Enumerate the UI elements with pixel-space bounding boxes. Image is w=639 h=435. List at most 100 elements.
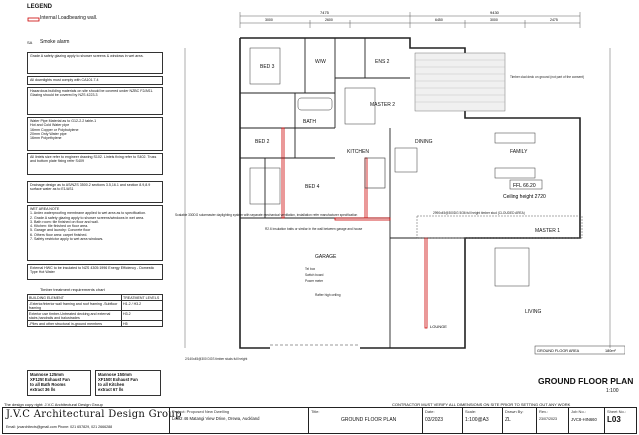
tel-box-note: Tel box <box>305 267 316 271</box>
room-label: FAMILY <box>510 149 528 155</box>
stud-note: 2990x45@300DG 5/36 full height timber st… <box>433 211 525 215</box>
kitchen-island <box>364 157 386 189</box>
company-contact: Email: jvcarchitects@gmail.com Phone: 02… <box>6 425 113 429</box>
timber-deck <box>414 52 506 112</box>
job-cell: Job No.: JVC8-HIN660 <box>568 408 604 433</box>
date-value: 03/2023 <box>425 417 444 423</box>
area-label: GROUND FLOOR AREA <box>537 349 580 353</box>
room-label: W/W <box>315 59 326 65</box>
copyright-note: The design copy right: J.V.C Architectur… <box>4 402 103 407</box>
dimension-lines <box>184 12 611 348</box>
bed <box>249 47 281 85</box>
dim-label: 2600 <box>325 18 333 22</box>
dim-label: 3000 <box>490 18 498 22</box>
deck-boards <box>415 59 505 103</box>
sheet-label: Sheet No.: <box>607 409 626 414</box>
room-label: BED 2 <box>255 139 270 145</box>
note-hwc: External HWC to be insulated to NZS 4305… <box>27 264 163 280</box>
note-safety-glazing: Grade A safety glazing apply to shower s… <box>27 52 163 74</box>
rev-cell: Rev.: 23/07/2023 <box>536 408 568 433</box>
power-meter-note: Power meter <box>305 279 324 283</box>
treatment-row-element: -Exterior/interior wall framing and roof… <box>27 300 122 311</box>
drawn-cell: Drawn By: ZL <box>502 408 536 433</box>
company-logo: J.V.C Architectural Design Group <box>6 409 182 420</box>
scale-label: Scale: <box>465 409 477 414</box>
dining-table <box>394 147 418 173</box>
title-label: Title: <box>311 409 320 414</box>
project-label: Project: Proposed New Dwelling <box>172 409 230 414</box>
dim-label: 2475 <box>550 18 558 22</box>
drawing-scale: 1:100 <box>606 388 619 394</box>
legend-loadbearing-label: Internal Loadbearing wall. <box>40 15 98 21</box>
note-downlights: All downlights must comply with CA101.7.… <box>27 76 163 85</box>
verify-note: CONTRACTOR MUST VERIFY ALL DIMENSIONS ON… <box>392 402 571 407</box>
lounge-label: LOUNGE <box>430 324 447 329</box>
date-label: Date: <box>425 409 435 414</box>
title-block: J.V.C Architectural Design Group Email: … <box>2 407 637 434</box>
project-cell: Project: Proposed New Dwelling Lot92 46 … <box>169 408 308 433</box>
area-value: 180m² <box>605 349 616 353</box>
note-lintels: All lintels size refer to engineer drawi… <box>27 153 163 175</box>
dim-label: 7475 <box>320 10 330 15</box>
note-drainage: Drainage design as to AS/NZS 3500.2 sect… <box>27 181 163 203</box>
treatment-table-title: Timber treatment requirements chart <box>40 287 105 292</box>
treatment-row-element: Exterior use timber-Untreated decking an… <box>27 310 122 321</box>
treatment-table: BUILDING ELEMENT TREATMENT LEVELS -Exter… <box>27 294 163 327</box>
legend-title: LEGEND <box>27 4 53 10</box>
date-printed: 23/07/2023 <box>539 417 557 421</box>
smoke-alarm-icon: SA <box>27 40 33 45</box>
room-label: MASTER 1 <box>535 228 560 234</box>
bed <box>494 247 530 287</box>
job-value: JVC8-HIN660 <box>571 417 597 422</box>
drawn-value: ZL <box>505 417 511 423</box>
sheet-cell: Sheet No.: L03 <box>604 408 636 433</box>
treatment-row-element: -Piles and other structural in-ground me… <box>27 320 122 327</box>
area-box <box>534 345 625 355</box>
rafter-note: Rafter high ceiling <box>315 293 341 297</box>
date-cell: Date: 03/2023 <box>422 408 462 433</box>
sofa <box>494 167 536 179</box>
studs-note: 2/140x45@300 DGS timber studs full heigh… <box>185 357 247 361</box>
room-label: LIVING <box>525 309 542 315</box>
ffl-label: FFL 66.20 <box>513 183 536 189</box>
rev-label: Rev.: <box>539 409 549 414</box>
insulation-note: R2.6 insulation batts or similar in the … <box>265 227 363 231</box>
dim-label: 6450 <box>435 18 443 22</box>
note-water-pipe: Water Pipe Material as to G12-2.2 table-… <box>27 117 163 151</box>
drawing-title: GROUND FLOOR PLAN <box>538 376 634 386</box>
deck-note: Timber clad deck on ground (not part of … <box>510 75 584 79</box>
room-label: BATH <box>303 119 316 125</box>
room-label: BED 4 <box>305 184 320 190</box>
dim-label: 9430 <box>490 10 500 15</box>
bed <box>344 87 376 125</box>
room-label: KITCHEN <box>347 149 369 155</box>
ffl-box <box>509 179 543 190</box>
job-label: Job No.: <box>571 409 586 414</box>
room-label: ENS 2 <box>375 59 390 65</box>
scale-value: 1:100@A3 <box>465 417 489 423</box>
legend-smoke-alarm-label: Smoke alarm <box>40 39 70 45</box>
scale-cell: Scale: 1:100@A3 <box>462 408 502 433</box>
drawn-label: Drawn By: <box>505 409 524 414</box>
title-cell: Title: GROUND FLOOR PLAN <box>308 408 422 433</box>
kitchen-fan-note: Mannose 150mm XF150t Exhaust Fan to all … <box>95 370 161 396</box>
room-label: BED 3 <box>260 64 275 70</box>
room-label: MASTER 2 <box>370 102 395 108</box>
title-value: GROUND FLOOR PLAN <box>341 417 397 423</box>
switchboard-note: Switch board <box>305 273 324 277</box>
note-hazardous-materials: Hazardous building materials on site sho… <box>27 87 163 115</box>
ceiling-height-label: Ceiling height 2720 <box>503 194 546 200</box>
bathtub <box>297 97 333 111</box>
floor-plan: 7475 9430 3000 2600 6450 3000 2475 <box>175 10 625 361</box>
exterior-walls <box>239 37 581 349</box>
dim-label: 3000 <box>265 18 273 22</box>
project-address: Lot92 46 Matangi View Drive, Orewa, Auck… <box>172 416 260 421</box>
bed <box>249 167 281 205</box>
bathroom-fan-note: Mannose 125mm XF125t Exhaust Fan to all … <box>27 370 91 396</box>
loadbearing-wall-symbol <box>27 17 40 22</box>
note-wet-area: WET AREA NOTE 1. Ardex waterproofing mem… <box>27 205 163 261</box>
treatment-row-level: H1.2 / H3.2 <box>121 300 163 311</box>
treatment-row-level: H3.2 <box>121 310 163 321</box>
clouded-area <box>416 215 583 239</box>
